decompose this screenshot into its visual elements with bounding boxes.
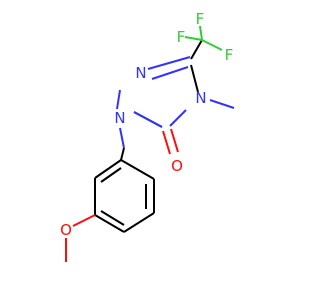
bond-c3-cf3 bbox=[190, 39, 203, 60]
bond-n4-methyl bbox=[209, 99, 235, 109]
atom-o-carbonyl-label: O bbox=[171, 157, 183, 175]
bond-c-f-left bbox=[184, 36, 203, 41]
bond-ch2-ring bbox=[120, 147, 125, 161]
bond-n2-c3-double-a bbox=[147, 56, 191, 70]
atom-f-right-label: F bbox=[225, 46, 234, 64]
bond-n1-n2 bbox=[116, 89, 121, 110]
molecule-structure: N N N O O F F F bbox=[60, 10, 235, 262]
bond-n1-ch2 bbox=[119, 127, 125, 149]
bond-ar-3 bbox=[123, 212, 155, 233]
atom-f-top-label: F bbox=[196, 10, 205, 28]
bond-ar-1 bbox=[120, 159, 155, 180]
bond-n1-c5-n bbox=[133, 111, 163, 128]
atom-n2-label: N bbox=[135, 64, 146, 82]
bond-n2-c3-double-b bbox=[151, 66, 189, 80]
atom-f-left-label: F bbox=[177, 28, 186, 46]
bond-n4-c5 bbox=[169, 109, 187, 127]
structure-canvas: N N N O O F F F bbox=[60, 10, 235, 262]
bond-c3-n4 bbox=[190, 64, 199, 93]
bond-c-f-right bbox=[201, 39, 223, 51]
bond-c-f-top bbox=[199, 25, 203, 41]
bond-ar-o bbox=[72, 214, 96, 227]
atom-n1-label: N bbox=[114, 109, 125, 127]
bond-c5-o-double-b bbox=[170, 128, 179, 153]
bond-ar-6 bbox=[94, 159, 122, 179]
bond-ar-4 bbox=[94, 214, 125, 233]
atom-n4-label: N bbox=[195, 89, 206, 107]
atom-o-methoxy-label: O bbox=[60, 221, 72, 239]
bond-c5-o-double-a bbox=[162, 130, 171, 155]
bond-ar-inner-3 bbox=[100, 167, 122, 183]
bond-ar-inner-2 bbox=[100, 210, 125, 226]
